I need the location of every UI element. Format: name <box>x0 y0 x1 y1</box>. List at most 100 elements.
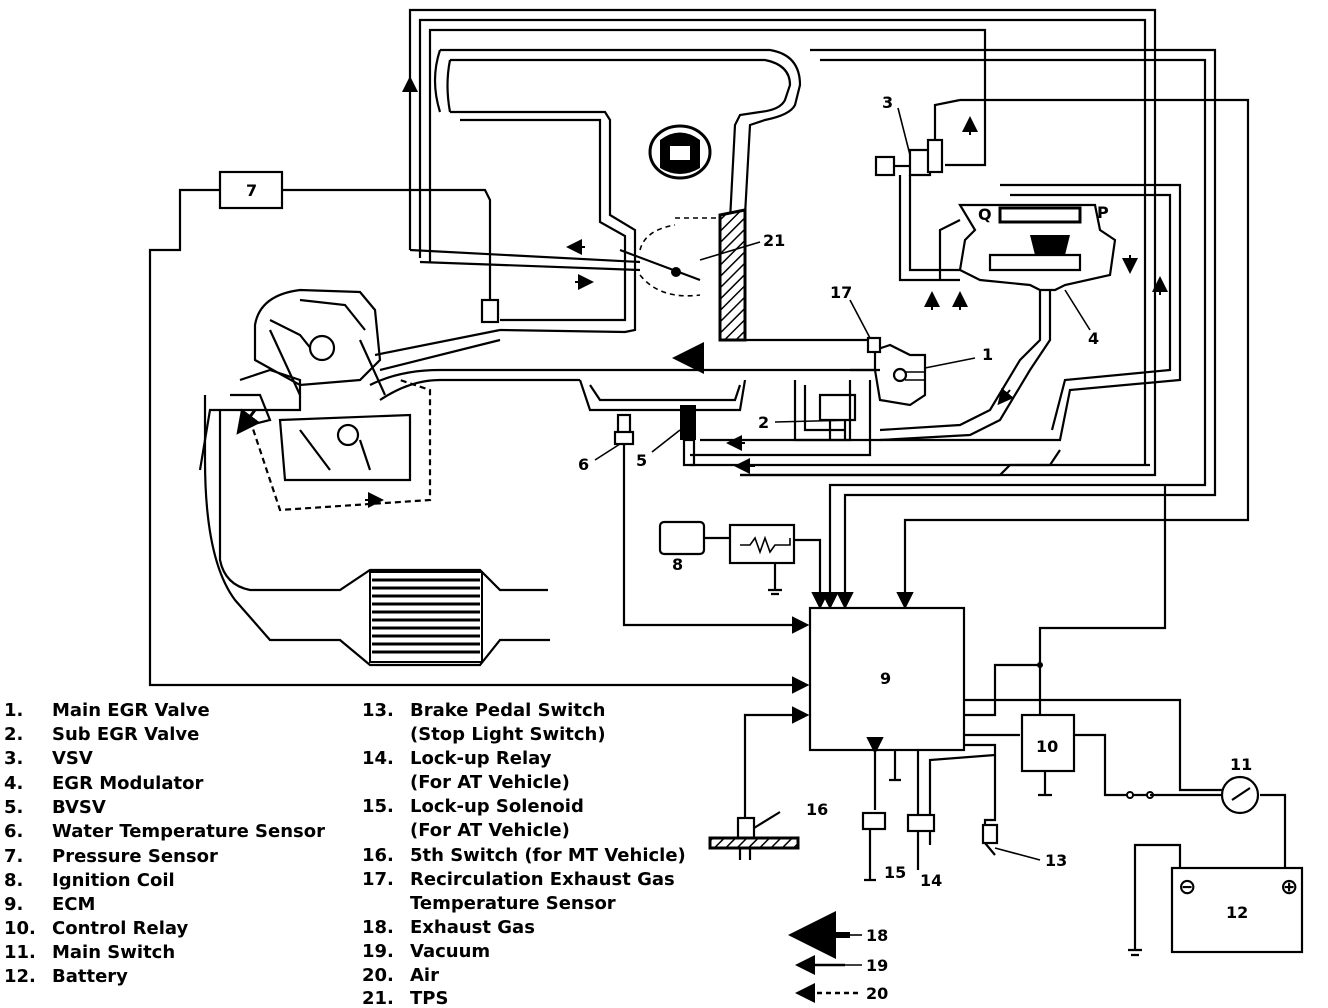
intake-manifold <box>433 48 876 351</box>
svg-text:ECM: ECM <box>52 894 95 915</box>
vacuum-lines <box>408 8 1250 610</box>
svg-text:Ignition Coil: Ignition Coil <box>52 870 175 891</box>
svg-text:14.: 14. <box>362 748 394 769</box>
callout-17: 17 <box>830 283 852 302</box>
svg-text:Main Switch: Main Switch <box>52 942 175 963</box>
callout-16: 16 <box>806 800 828 819</box>
legend-item: 17. Recirculation Exhaust Gas <box>362 869 675 890</box>
arrow-key: 18 19 20 <box>788 911 888 1003</box>
fifth-switch <box>708 811 800 860</box>
legend-item: 4.EGR Modulator <box>4 773 203 794</box>
callout-3: 3 <box>882 93 893 112</box>
svg-text:19.: 19. <box>362 941 394 962</box>
legend-item: 13. Brake Pedal Switch <box>362 700 605 721</box>
svg-text:Sub EGR Valve: Sub EGR Valve <box>52 724 199 745</box>
vsv <box>874 98 961 282</box>
svg-text:10.: 10. <box>4 918 36 939</box>
legend-column-1: 1.Main EGR Valve 2. Sub EGR Valve 3.VSV 4… <box>4 700 325 987</box>
engine-cylinder-head <box>198 288 880 512</box>
legend-item: 19. Vacuum <box>362 941 490 962</box>
svg-text:6.: 6. <box>4 821 23 842</box>
svg-text:(For AT Vehicle): (For AT Vehicle) <box>410 820 570 841</box>
legend-item: 3.VSV <box>4 748 93 769</box>
svg-text:15.: 15. <box>362 796 394 817</box>
svg-text:2.: 2. <box>4 724 23 745</box>
svg-text:Lock-up Solenoid: Lock-up Solenoid <box>410 796 584 817</box>
svg-text:BVSV: BVSV <box>52 797 106 818</box>
legend-item: (Stop Light Switch) <box>410 724 606 745</box>
exhaust-temperature-sensor <box>866 336 882 354</box>
brake-pedal-switch <box>981 823 999 856</box>
svg-text:9.: 9. <box>4 894 23 915</box>
callout-10: 10 <box>1036 737 1058 756</box>
legend-item: Temperature Sensor <box>410 893 616 914</box>
svg-text:Lock-up Relay: Lock-up Relay <box>410 748 552 769</box>
legend-item: 10. Control Relay <box>4 918 189 939</box>
legend-item: 18.Exhaust Gas <box>362 917 535 938</box>
lock-up-solenoid <box>861 811 887 882</box>
callout-9: 9 <box>880 669 891 688</box>
legend-item: 1.Main EGR Valve <box>4 700 210 721</box>
svg-text:1.: 1. <box>4 700 23 721</box>
arrow-key-exhaust: 18 <box>788 911 888 959</box>
legend-item: 11. Main Switch <box>4 942 175 963</box>
electrical-wiring <box>743 485 1287 957</box>
egr-modulator <box>879 203 1117 442</box>
legend-item: 20. Air <box>362 965 439 986</box>
svg-text:3.: 3. <box>4 748 23 769</box>
svg-text:18: 18 <box>866 926 888 945</box>
legend-item: 14. Lock-up Relay <box>362 748 552 769</box>
legend-item: 12. Battery <box>4 966 128 987</box>
svg-text:Control Relay: Control Relay <box>52 918 189 939</box>
callout-11: 11 <box>1230 755 1252 774</box>
svg-text:4.: 4. <box>4 773 23 794</box>
flow-arrows <box>236 76 1168 508</box>
legend-item: 16.5th Switch (for MT Vehicle) <box>362 845 686 866</box>
callout-4: 4 <box>1088 329 1099 348</box>
legend-item: 6. Water Temperature Sensor <box>4 821 325 842</box>
legend-column-2: 13. Brake Pedal Switch (Stop Light Switch… <box>362 700 686 1008</box>
modulator-port-p: P <box>1097 203 1109 222</box>
legend-item: (For AT Vehicle) <box>410 772 570 793</box>
ecm[interactable] <box>808 606 966 752</box>
callout-6: 6 <box>578 455 589 474</box>
water-temperature-sensor <box>613 413 810 634</box>
svg-text:20.: 20. <box>362 965 394 986</box>
callout-labels: 1 2 3 4 5 6 7 8 9 10 11 12 13 14 15 16 1… <box>246 93 1298 922</box>
bvsv <box>680 380 1061 467</box>
svg-text:11.: 11. <box>4 942 36 963</box>
legend-item: 2. Sub EGR Valve <box>4 724 199 745</box>
catalytic-converter <box>369 571 483 663</box>
svg-text:Brake Pedal Switch: Brake Pedal Switch <box>410 700 605 721</box>
main-switch <box>1220 775 1260 815</box>
svg-text:13.: 13. <box>362 700 394 721</box>
callout-5: 5 <box>636 451 647 470</box>
svg-text:Temperature Sensor: Temperature Sensor <box>410 893 616 914</box>
svg-text:Water Temperature Sensor: Water Temperature Sensor <box>52 821 325 842</box>
throttle-valve <box>671 267 681 277</box>
svg-text:19: 19 <box>866 956 888 975</box>
svg-text:Pressure Sensor: Pressure Sensor <box>52 846 218 867</box>
svg-text:12.: 12. <box>4 966 36 987</box>
svg-text:7.: 7. <box>4 846 23 867</box>
svg-text:Recirculation Exhaust Gas: Recirculation Exhaust Gas <box>410 869 675 890</box>
svg-text:Battery: Battery <box>52 966 128 987</box>
arrow-key-air: 20 <box>795 983 888 1003</box>
callout-12: 12 <box>1226 903 1248 922</box>
battery-positive-terminal: ⊕ <box>1280 875 1298 900</box>
callout-leaders <box>594 107 1091 861</box>
legend-item: 9. ECM <box>4 894 95 915</box>
pressure-sensor <box>148 170 810 694</box>
legend-item: 21.TPS <box>362 988 448 1008</box>
svg-text:17.: 17. <box>362 869 394 890</box>
lock-up-relay <box>906 813 936 870</box>
ignition-coil <box>658 520 829 610</box>
svg-text:Exhaust Gas: Exhaust Gas <box>410 917 535 938</box>
svg-text:5th Switch (for MT Vehicle): 5th Switch (for MT Vehicle) <box>410 845 686 866</box>
svg-text:5.: 5. <box>4 797 23 818</box>
svg-text:Vacuum: Vacuum <box>410 941 490 962</box>
svg-text:8.: 8. <box>4 870 23 891</box>
battery-negative-terminal: ⊖ <box>1178 875 1196 900</box>
svg-text:Air: Air <box>410 965 439 986</box>
